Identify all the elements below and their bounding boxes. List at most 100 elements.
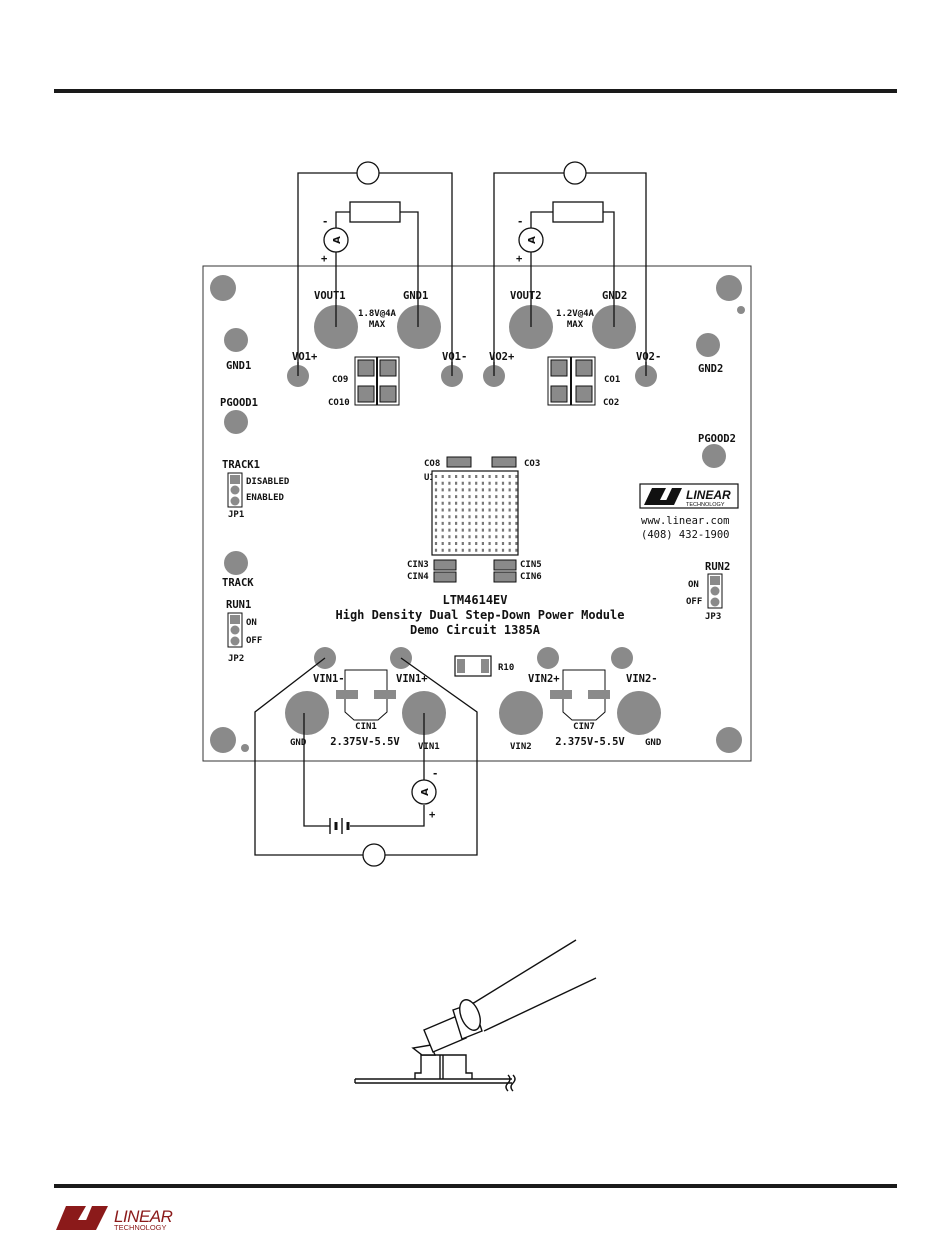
cin4-label: CIN4 [407,572,429,582]
jp3-label: JP3 [705,612,721,622]
vin2-minus-pad [611,647,633,669]
jp2-label: JP2 [228,654,244,664]
gnd2-top-label: GND2 [602,290,627,302]
board-logo: LINEAR TECHNOLOGY [639,483,739,509]
r10-label: R10 [498,663,514,673]
pgood2-pad [702,444,726,468]
vout1-max: MAX [369,320,386,330]
model-label: LTM4614EV [442,593,507,607]
pgood2-label: PGOOD2 [698,433,736,445]
run2-off: OFF [686,597,702,607]
u1-module [431,470,519,556]
board-logo-sub: TECHNOLOGY [686,502,725,508]
vin2-minus-label: VIN2- [626,673,658,685]
voltmeter-2 [563,161,587,185]
mounting-hole [210,727,236,753]
ammeter-2-label: A [527,236,538,244]
ammeter-in [411,779,437,805]
vout1-label: VOUT1 [314,290,346,302]
load-resistor-1 [349,201,401,223]
cin7-cap-b [588,690,610,699]
fiducial [737,306,745,314]
co2-cap [575,385,593,403]
cin7-label: CIN7 [573,722,595,732]
gnd-input-terminal [285,691,329,735]
voltmeter-in [362,843,386,867]
scope-probe-illustration [354,939,597,1092]
load-resistor-2 [552,201,604,223]
ammeter-2-minus: - [517,216,523,228]
vin2-terminal [499,691,543,735]
vin1-label: VIN1 [418,742,440,752]
voltmeter-1 [356,161,380,185]
mounting-hole [716,275,742,301]
vout2-label: VOUT2 [510,290,542,302]
co10-label: CO10 [328,398,350,408]
run2-label: RUN2 [705,561,730,573]
vo2-plus-label: VO2+ [489,351,514,363]
vout1-rating: 1.8V@4A [358,309,397,319]
cin7-cap-a [550,690,572,699]
cin3-label: CIN3 [407,560,429,570]
gnd-left-label: GND [290,738,307,748]
footer-brand-name: LINEAR [114,1207,173,1226]
pgood1-pad [224,410,248,434]
jp1-label: JP1 [228,510,244,520]
co3-cap [491,456,517,468]
gnd-input-terminal-2 [617,691,661,735]
ammeter-in-label: A [420,788,431,796]
ammeter-2-plus: + [516,253,522,265]
cin6-cap [493,571,517,583]
mounting-hole [210,275,236,301]
gnd2-side-label: GND2 [698,363,723,375]
track-pad [224,551,248,575]
demo-circuit-label: Demo Circuit 1385A [410,623,541,637]
co8-cap [446,456,472,468]
battery-symbol [329,818,350,834]
jp1-header [227,472,243,508]
co3-label: CO3 [524,459,540,469]
vo1-plus-label: VO1+ [292,351,317,363]
track-label: TRACK [222,577,254,589]
vin2-plus-label: VIN2+ [528,673,560,685]
footer-brand-sub: TECHNOLOGY [114,1223,167,1232]
gnd2-side-pad [696,333,720,357]
gnd1-side-label: GND1 [226,360,251,372]
vin2-plus-pad [537,647,559,669]
vout2-max: MAX [567,320,584,330]
ammeter-in-minus: - [432,768,438,780]
vo2-minus-label: VO2- [636,351,661,363]
vin1-plus-label: VIN1+ [396,673,428,685]
fiducial [241,744,249,752]
co2-label: CO2 [603,398,619,408]
u1-pad-grid [434,475,518,556]
cin5-cap [493,559,517,571]
range1-label: 2.375V-5.5V [330,736,400,748]
header-rule [54,89,897,93]
u1-label: U1 [424,473,435,483]
track1-disabled: DISABLED [246,477,290,487]
ammeter-2 [518,227,544,253]
co8-label: CO8 [424,459,440,469]
jp2-header [227,612,243,648]
mounting-holes [210,275,745,753]
cin3-cap [433,559,457,571]
run1-label: RUN1 [226,599,251,611]
vin1-minus-label: VIN1- [313,673,345,685]
gnd-right-label: GND [645,738,662,748]
co1-label: CO1 [604,375,620,385]
footer-rule [54,1184,897,1188]
run1-off: OFF [246,636,262,646]
footer-logo: LINEAR TECHNOLOGY [56,1206,173,1232]
vo1-minus-label: VO1- [442,351,467,363]
ammeter-1-label: A [332,236,343,244]
gnd1-top-label: GND1 [403,290,428,302]
ammeter-1-minus: - [322,216,328,228]
co9-cap [357,359,375,377]
vin2-label: VIN2 [510,742,532,752]
cin1-cap-b [374,690,396,699]
run2-on: ON [688,580,699,590]
range2-label: 2.375V-5.5V [555,736,625,748]
cin1-label: CIN1 [355,722,377,732]
vin-measurement [254,657,478,856]
